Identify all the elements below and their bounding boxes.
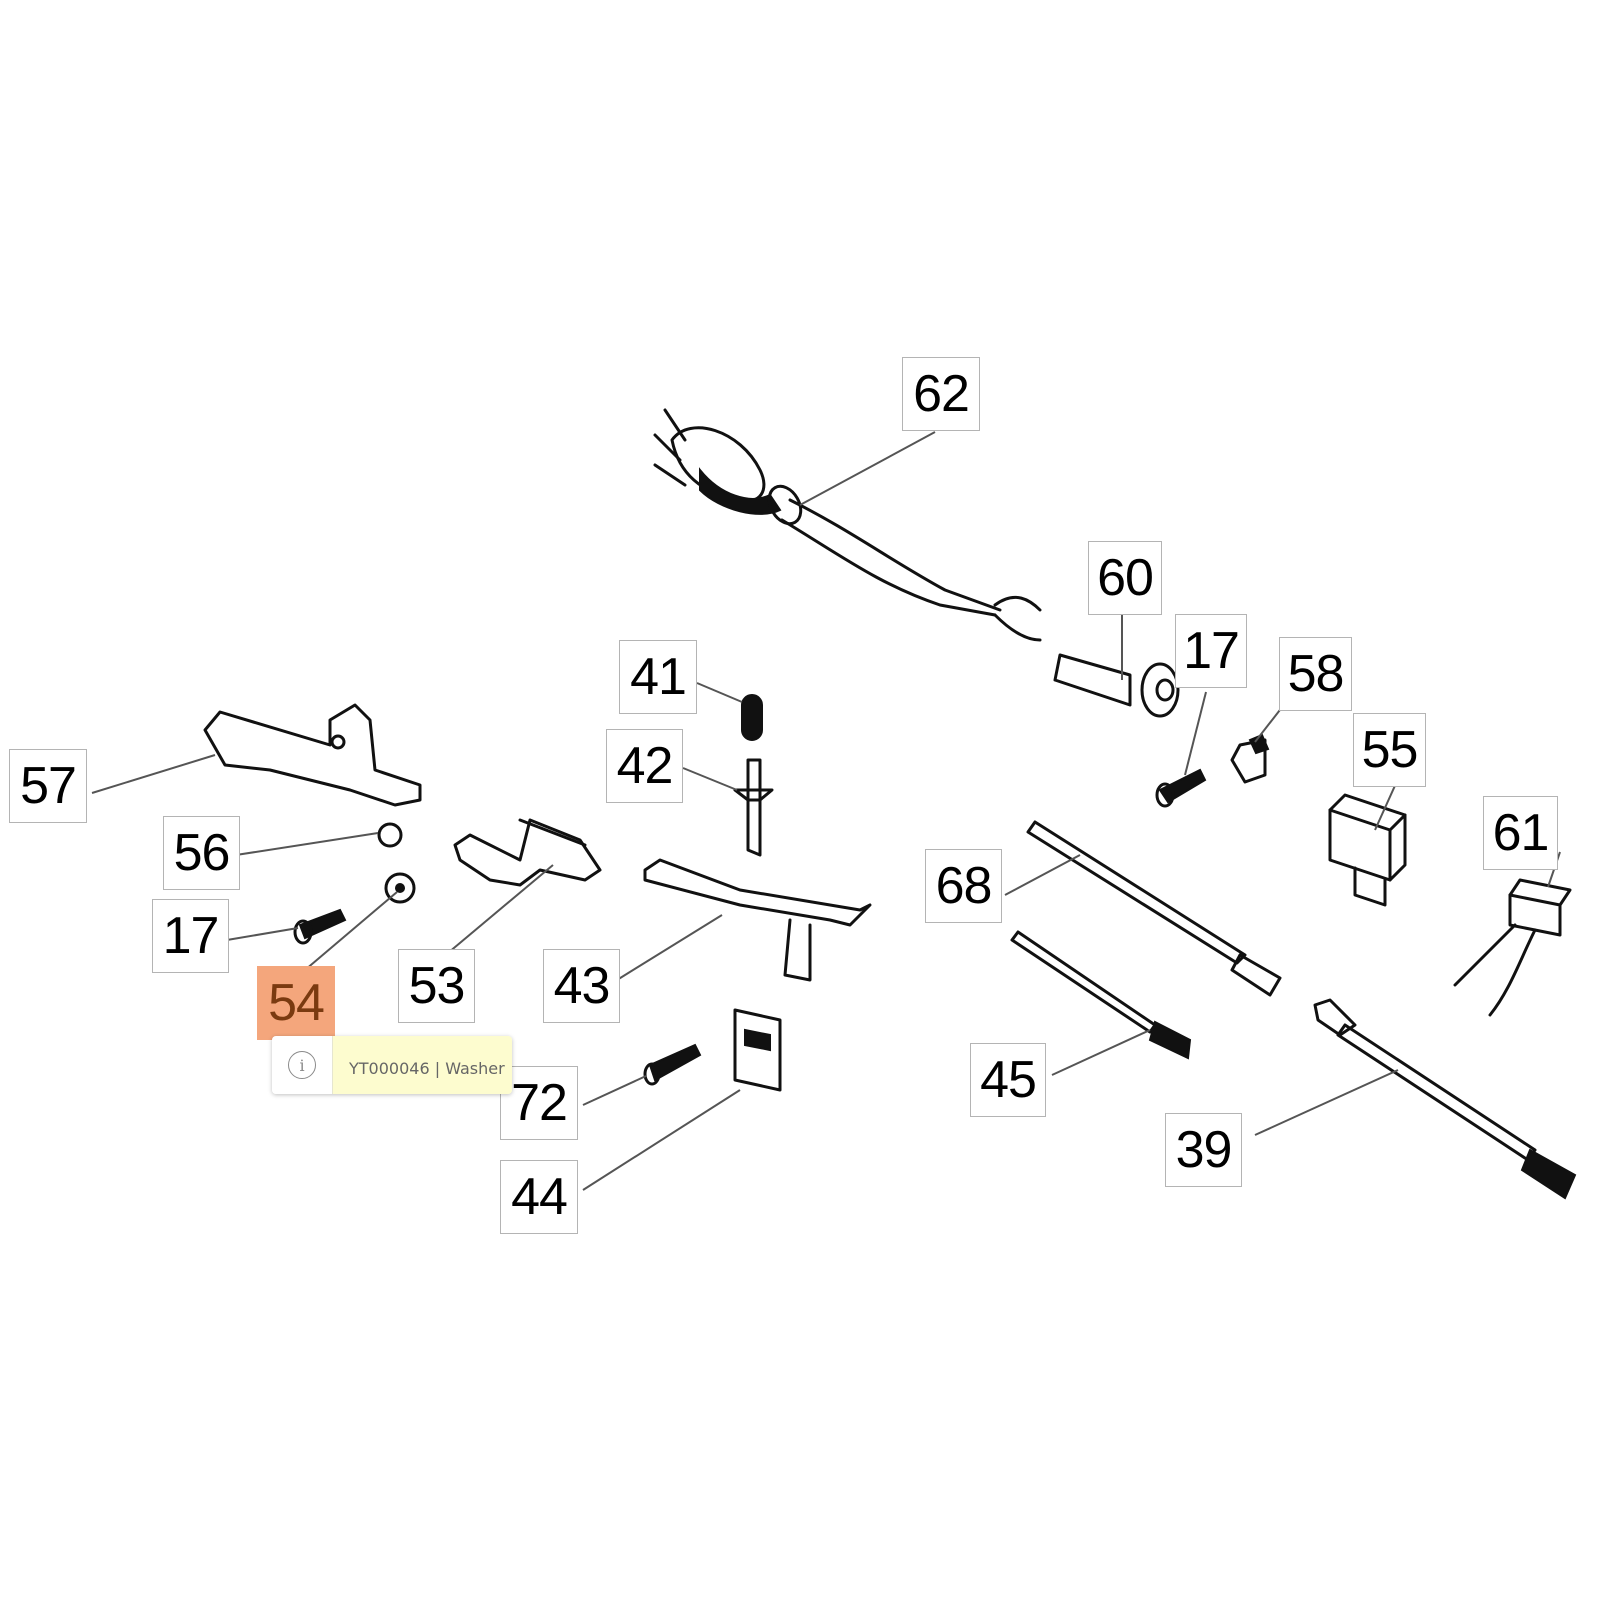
part-45-rod bbox=[1010, 930, 1192, 1060]
callout-41[interactable]: 41 bbox=[619, 640, 697, 714]
callout-55[interactable]: 55 bbox=[1353, 713, 1426, 787]
part-17-screw-upper bbox=[1155, 768, 1207, 808]
part-62-power-plug bbox=[653, 408, 1042, 642]
callout-43[interactable]: 43 bbox=[543, 949, 620, 1023]
part-42-pin bbox=[733, 758, 774, 857]
callout-45[interactable]: 45 bbox=[970, 1043, 1046, 1117]
callout-58[interactable]: 58 bbox=[1279, 637, 1352, 711]
callout-72[interactable]: 72 bbox=[500, 1066, 578, 1140]
callout-68[interactable]: 68 bbox=[925, 849, 1002, 923]
part-44-clip bbox=[733, 1008, 782, 1092]
part-53-latch bbox=[453, 818, 602, 887]
part-56-nut bbox=[377, 822, 403, 848]
tooltip-icon-cell: i bbox=[272, 1036, 333, 1094]
callout-62[interactable]: 62 bbox=[902, 357, 980, 431]
callout-60[interactable]: 60 bbox=[1088, 541, 1162, 615]
callout-56[interactable]: 56 bbox=[163, 816, 240, 890]
callout-39[interactable]: 39 bbox=[1165, 1113, 1242, 1187]
part-39-rod bbox=[1313, 998, 1577, 1200]
part-68-rod bbox=[1026, 820, 1282, 997]
part-57-bracket bbox=[203, 703, 422, 807]
callout-17-upper[interactable]: 17 bbox=[1175, 614, 1247, 688]
part-41-spring bbox=[741, 694, 763, 741]
part-tooltip: i YT000046 | Washer bbox=[272, 1036, 512, 1094]
part-60-cable-grommet bbox=[1053, 653, 1180, 718]
callout-44[interactable]: 44 bbox=[500, 1160, 578, 1234]
callout-17-lower[interactable]: 17 bbox=[152, 899, 229, 973]
tooltip-text: YT000046 | Washer bbox=[333, 1036, 512, 1094]
callout-53[interactable]: 53 bbox=[398, 949, 475, 1023]
part-58-clip bbox=[1230, 733, 1270, 784]
callout-61[interactable]: 61 bbox=[1483, 796, 1558, 870]
callout-57[interactable]: 57 bbox=[9, 749, 87, 823]
part-54-washer bbox=[384, 872, 416, 904]
part-17-screw-lower bbox=[293, 908, 347, 945]
part-61-connector bbox=[1453, 878, 1572, 1017]
callout-42[interactable]: 42 bbox=[606, 729, 683, 803]
callout-54-selected[interactable]: 54 bbox=[257, 966, 335, 1040]
info-icon: i bbox=[288, 1051, 316, 1079]
part-43-lever bbox=[643, 858, 872, 982]
part-72-screw bbox=[643, 1043, 702, 1086]
part-55-switch bbox=[1328, 793, 1407, 907]
